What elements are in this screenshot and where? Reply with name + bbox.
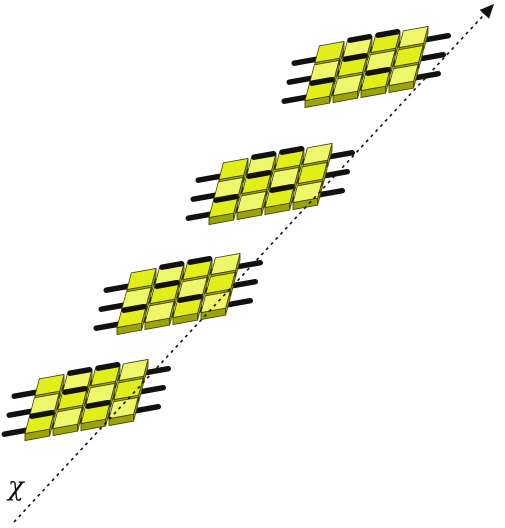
connector: [279, 145, 305, 155]
connector: [187, 255, 213, 265]
layer-2: [93, 253, 263, 335]
connector: [269, 183, 295, 193]
layer-1: [1, 359, 171, 441]
connector: [67, 366, 93, 376]
tile-top: [118, 359, 149, 381]
tile-top: [34, 374, 65, 396]
tile-top: [332, 74, 363, 96]
tile-top: [365, 50, 396, 72]
tile-top: [269, 167, 300, 189]
tile-top: [314, 41, 345, 63]
connector: [177, 293, 203, 303]
tile-top: [205, 272, 236, 294]
connector: [375, 28, 401, 38]
tile-top: [309, 60, 340, 82]
tile-top: [177, 277, 208, 299]
tile-top: [393, 45, 424, 67]
connector: [29, 409, 55, 419]
tile-top: [213, 177, 244, 199]
axis-label: χ: [8, 472, 24, 502]
connector: [246, 169, 272, 179]
tile-top: [210, 253, 241, 275]
connector: [347, 33, 373, 43]
connector: [95, 361, 121, 371]
connector: [159, 260, 185, 270]
connector: [342, 52, 368, 62]
tile-top: [144, 301, 175, 323]
connector: [62, 385, 88, 395]
tile-top: [52, 407, 83, 429]
tile-top: [85, 383, 116, 405]
tile-top: [29, 393, 60, 415]
tile-top: [388, 64, 419, 86]
tile-top: [121, 287, 152, 309]
layer-4: [281, 26, 451, 108]
connector: [309, 76, 335, 86]
connector: [121, 303, 147, 313]
tile-top: [236, 191, 267, 213]
tile-top: [398, 26, 429, 48]
connector: [154, 279, 180, 289]
tile-top: [108, 397, 139, 419]
connector: [251, 150, 277, 160]
chi-axis-line: [13, 3, 495, 523]
tile-top: [302, 143, 333, 165]
connector: [213, 193, 239, 203]
connector: [365, 66, 391, 76]
tile-top: [297, 162, 328, 184]
tile-top: [113, 378, 144, 400]
tile-top: [126, 268, 157, 290]
layer-3: [185, 143, 355, 225]
connector: [85, 399, 111, 409]
tile-top: [218, 158, 249, 180]
tile-top: [200, 291, 231, 313]
